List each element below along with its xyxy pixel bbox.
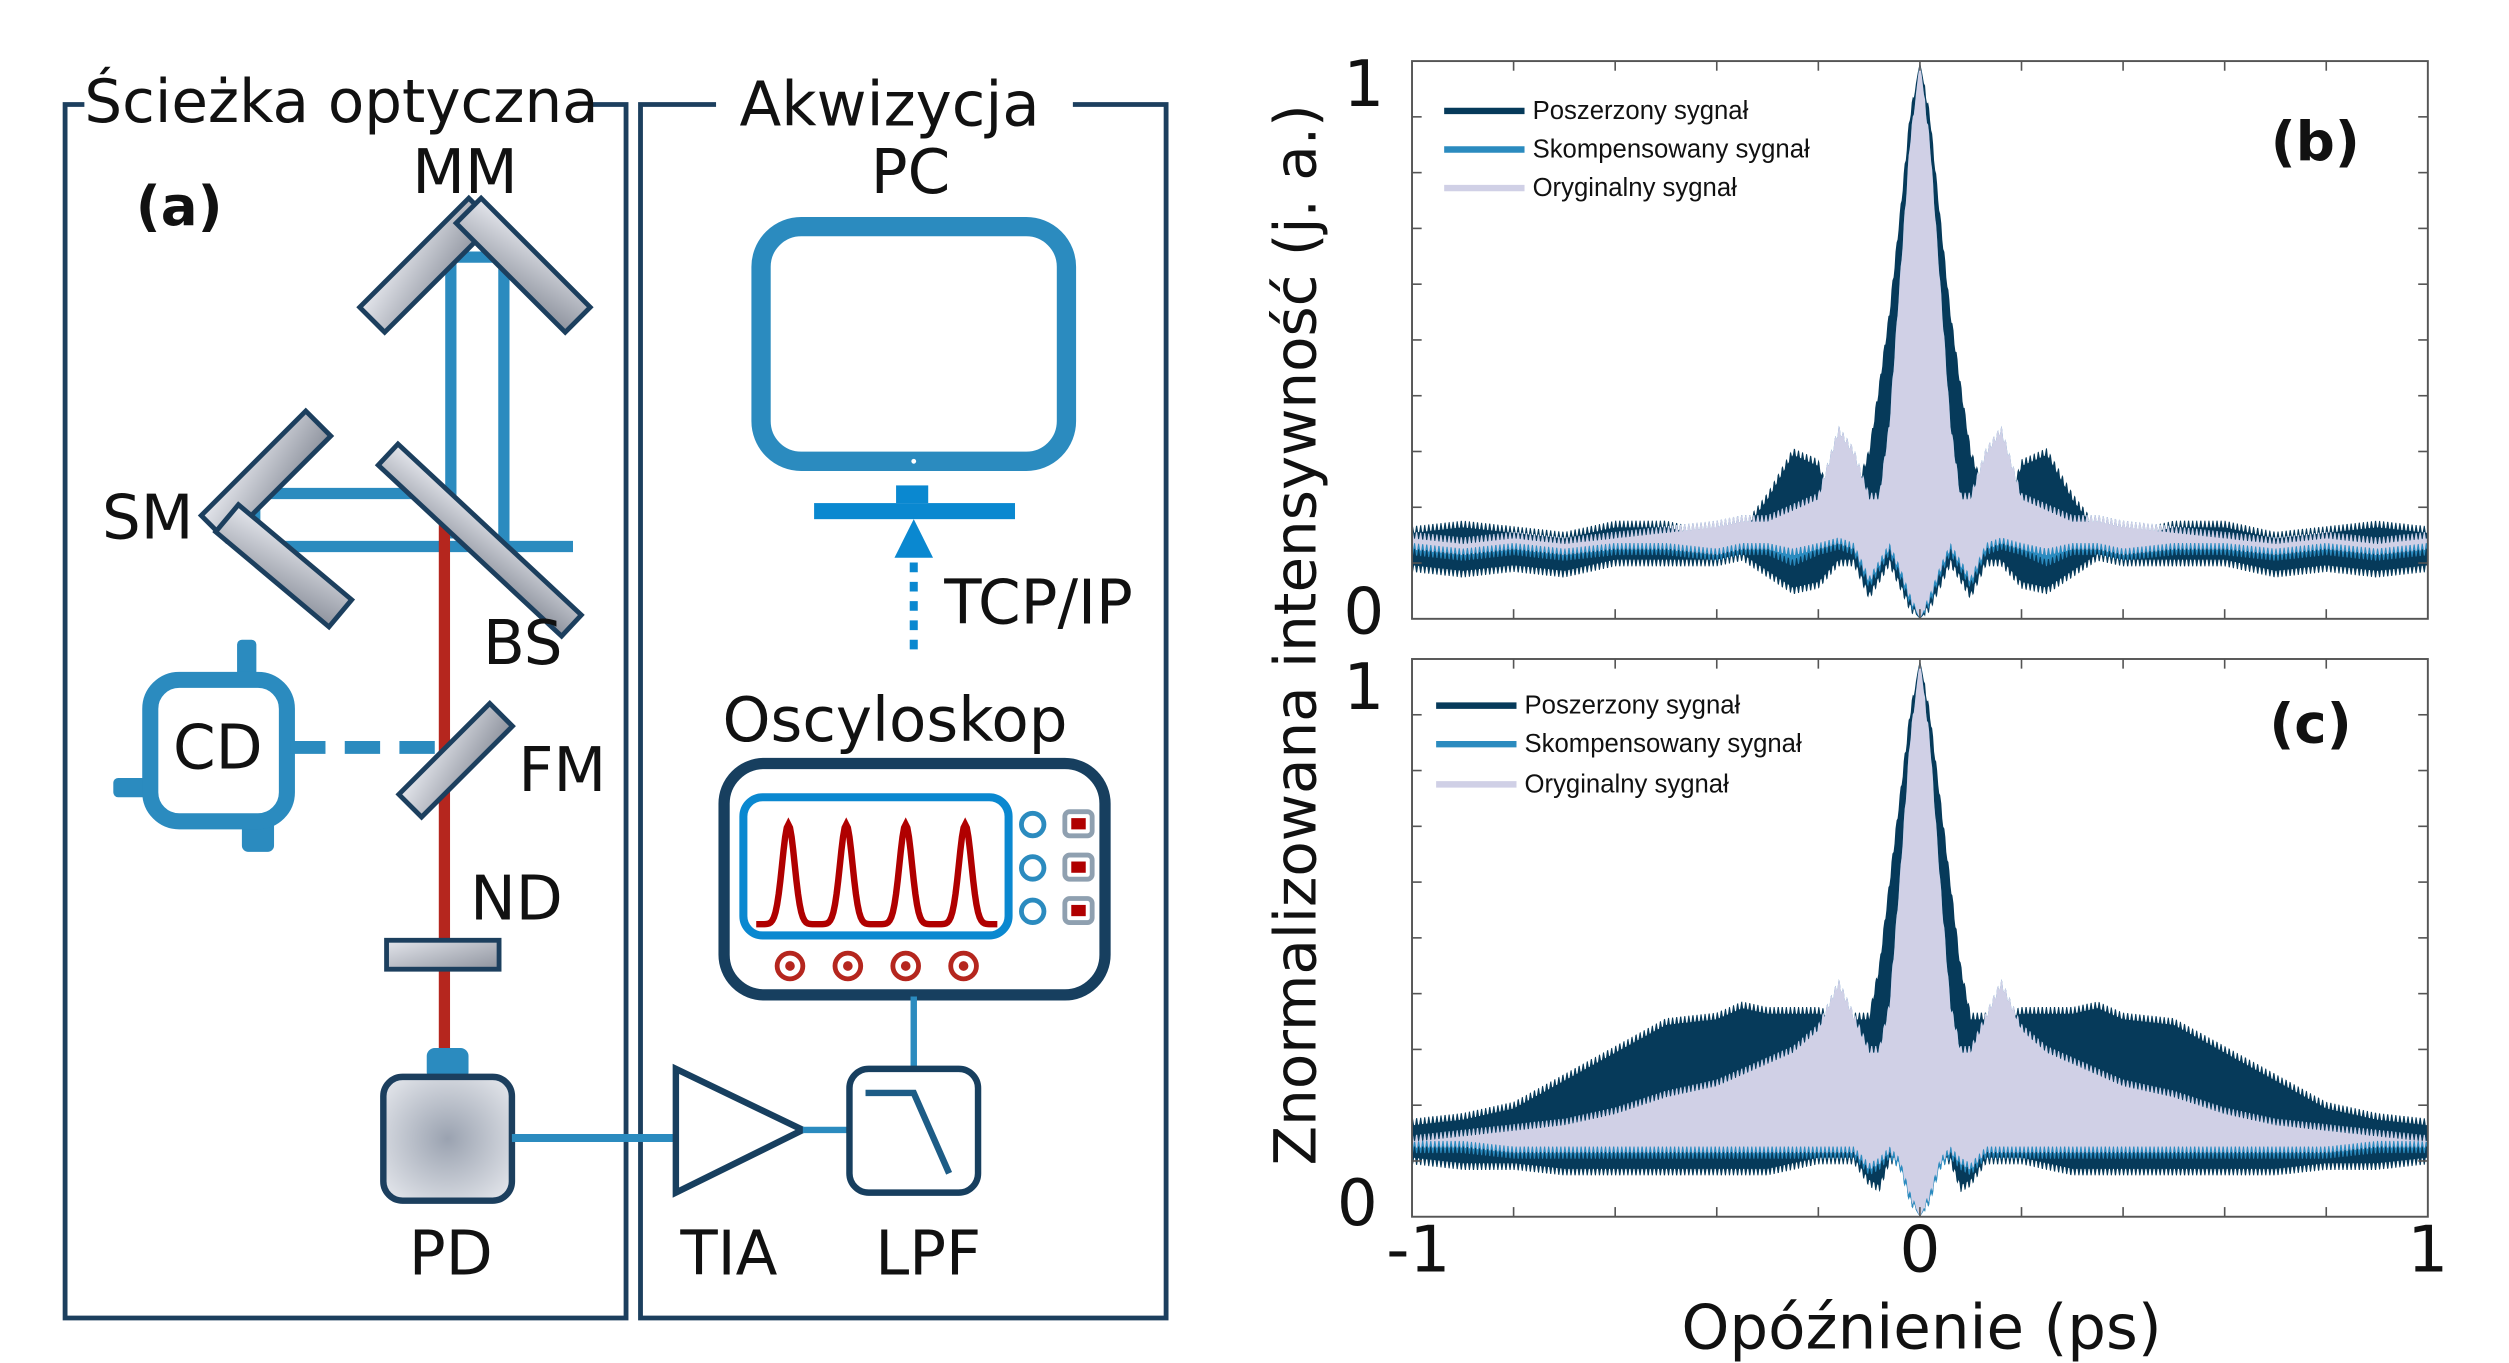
acquisition-panel: Akwizycja PC TCP/IP Oscyloskop bbox=[511, 69, 1169, 1321]
x-tick-label-0: 0 bbox=[1899, 1212, 1940, 1287]
chart-b bbox=[1411, 60, 2429, 620]
y-tick-label-c-0: 0 bbox=[1337, 1166, 1378, 1241]
tcp-ip-arrow-icon bbox=[894, 519, 934, 651]
legend-label: Skompensowany sygnał bbox=[1525, 730, 1802, 758]
tia-amplifier-icon bbox=[672, 1063, 811, 1198]
x-tick-label-neg1: -1 bbox=[1386, 1212, 1450, 1287]
legend-label: Oryginalny sygnał bbox=[1525, 770, 1730, 798]
oscilloscope-icon bbox=[718, 757, 1111, 1001]
cd-camera: CD bbox=[113, 639, 295, 852]
legend-label: Poszerzony sygnał bbox=[1533, 97, 1749, 125]
sm-mirror-upper bbox=[197, 407, 335, 544]
beam-splitter bbox=[374, 440, 585, 640]
pd-label: PD bbox=[409, 1219, 493, 1290]
legend-label: Oryginalny sygnał bbox=[1533, 174, 1738, 202]
optical-path-panel: Ścieżka optyczna (a) MM SM BS CD FM ND bbox=[62, 67, 629, 1321]
oscilloscope-trace bbox=[756, 817, 998, 928]
series-oryginalny-sygnał-area bbox=[1412, 61, 2428, 619]
fm-label: FM bbox=[518, 735, 606, 806]
series-oryginalny-sygnał-area bbox=[1412, 658, 2428, 1217]
pc-label: PC bbox=[871, 137, 950, 208]
flip-mirror bbox=[395, 700, 516, 821]
legend-c: Poszerzony sygnał Skompensowany sygnał O… bbox=[1436, 692, 1802, 798]
optical-path-title: Ścieżka optyczna bbox=[84, 67, 598, 137]
lpf-filter-icon bbox=[846, 1065, 982, 1196]
chart-c bbox=[1411, 658, 2429, 1218]
pc-monitor-icon bbox=[751, 216, 1077, 520]
legend-label: Skompensowany sygnał bbox=[1533, 136, 1810, 164]
panel-label-c: (c) bbox=[2269, 692, 2351, 756]
panel-label-a: (a) bbox=[136, 174, 223, 238]
cd-label: CD bbox=[173, 712, 263, 783]
nd-filter bbox=[384, 937, 502, 972]
x-tick-label-1: 1 bbox=[2407, 1212, 2448, 1287]
tcp-ip-label: TCP/IP bbox=[943, 568, 1133, 639]
y-tick-label-c-1: 1 bbox=[1343, 650, 1384, 725]
y-tick-label-b-1: 1 bbox=[1343, 47, 1384, 122]
y-tick-label-b-0: 0 bbox=[1343, 574, 1384, 649]
panel-label-b: (b) bbox=[2271, 110, 2360, 174]
photodiode bbox=[380, 1047, 516, 1204]
legend-label: Poszerzony sygnał bbox=[1525, 692, 1741, 720]
mm-label: MM bbox=[412, 137, 517, 208]
nd-label: ND bbox=[470, 863, 563, 934]
oscilloscope-label: Oscyloskop bbox=[722, 685, 1067, 756]
mm-mirror-right bbox=[452, 194, 594, 336]
lpf-label: LPF bbox=[875, 1219, 981, 1290]
acquisition-title: Akwizycja bbox=[740, 69, 1040, 140]
x-axis-label: Opóźnienie (ps) bbox=[1681, 1293, 2161, 1363]
y-axis-label: Znormalizowana intensywność (j. a.) bbox=[1262, 104, 1330, 1165]
bs-label: BS bbox=[483, 608, 563, 679]
sm-label: SM bbox=[102, 482, 193, 553]
sm-mirror-lower bbox=[212, 501, 356, 631]
legend-b: Poszerzony sygnał Skompensowany sygnał O… bbox=[1444, 97, 1810, 202]
tia-label: TIA bbox=[679, 1219, 777, 1290]
